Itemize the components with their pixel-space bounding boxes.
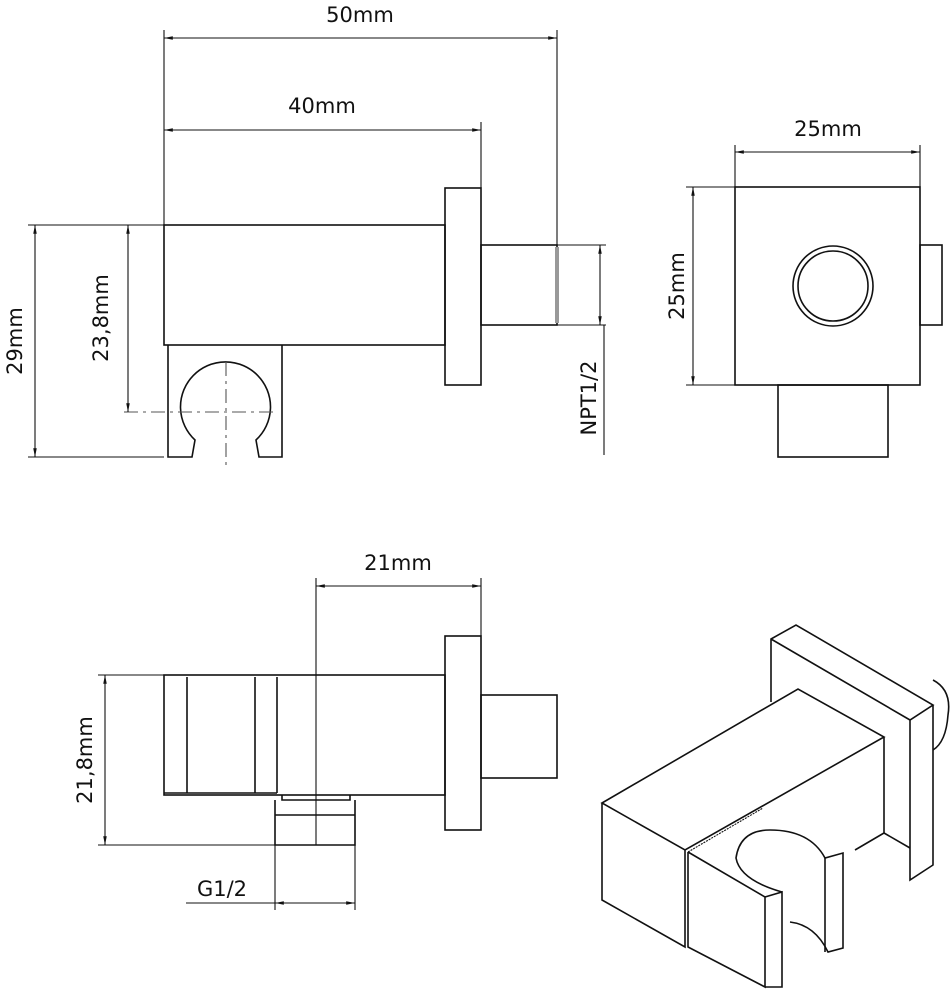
dim-outlet-offset: 21mm (364, 551, 432, 575)
body-outline (163, 224, 446, 346)
outlet-fitting (274, 795, 356, 846)
dim-flange-width: 25mm (794, 117, 862, 141)
hose-holder (167, 345, 283, 458)
dim-body-height-side: 21,8mm (73, 716, 97, 804)
side-view: 25mm 25mm (665, 117, 943, 458)
dim-holder-center-height: 23,8mm (89, 274, 113, 362)
isometric-view (600, 624, 950, 989)
top-view: 21mm 21,8mm G1/2 (73, 551, 558, 910)
dim-overall-height: 29mm (3, 307, 27, 375)
dim-body-length: 40mm (288, 94, 356, 118)
dim-inlet-thread: NPT1/2 (577, 361, 601, 436)
dim-flange-height: 25mm (665, 252, 689, 320)
dim-outlet-thread: G1/2 (197, 877, 247, 901)
front-view: 50mm 40mm 29mm 23,8mm NPT1/2 (3, 3, 606, 465)
dim-overall-length: 50mm (326, 3, 394, 27)
flange-square (734, 186, 921, 386)
flange-outline (444, 187, 482, 386)
inlet-circle-outer (792, 245, 874, 327)
body-outline (163, 674, 446, 796)
inlet-stub (480, 244, 558, 326)
